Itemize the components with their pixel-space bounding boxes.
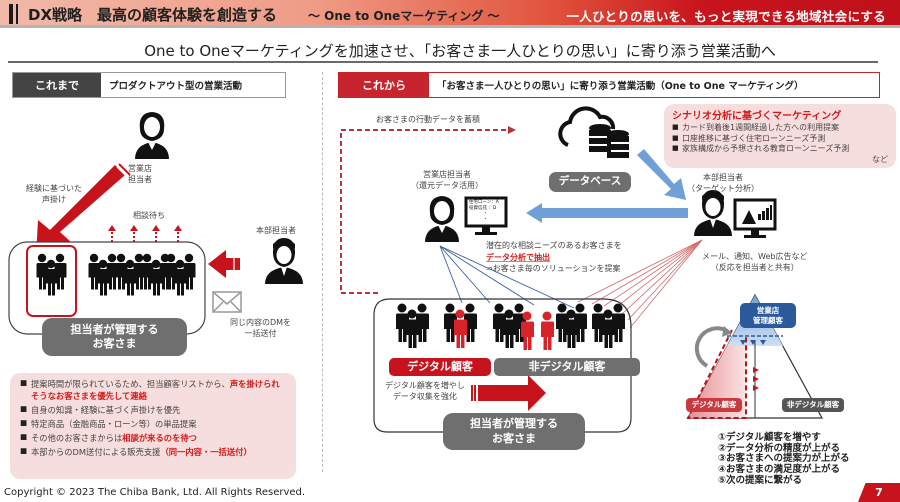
screen-line: ・: [483, 211, 488, 217]
before-title: プロダクトアウト型の営業活動: [109, 81, 243, 92]
scenario-item: 口座推移に基づく住宅ローンニーズ予測: [672, 134, 888, 145]
before-bullet-list: 提案時間が限られているため、担当顧客リストから、声を掛けられそうなお客さまを優先…: [10, 373, 296, 479]
branch-outreach-lines: [439, 245, 575, 309]
branch-staff-icon: [135, 112, 169, 159]
before-bullet: 特定商品（金融商品・ローン等）の単品提案: [20, 418, 286, 430]
hq-analyst-icon: [694, 190, 732, 236]
pyramid-digital-label: デジタル顧客: [686, 398, 742, 412]
before-bullet: 提案時間が限られているため、担当顧客リストから、声を掛けられそうなお客さまを優先…: [20, 378, 286, 402]
pyramid-nondigital-label: 非デジタル顧客: [782, 398, 844, 412]
dm-envelope-icon: [212, 291, 242, 313]
after-customer-crowd-icon: [396, 303, 625, 350]
non-digital-customers-pill: 非デジタル顧客: [494, 358, 640, 376]
dm-note: 同じ内容のDMを 一括送付: [230, 318, 292, 338]
after-customer-container: [373, 298, 632, 433]
result-item: ③お客さまへの提案力が上がる: [718, 453, 850, 465]
after-title: 「お客さま一人ひとりの思い」に寄り添う営業活動（One to One マーケティ…: [437, 81, 804, 92]
before-label: これまで: [13, 73, 101, 97]
hq-analyst-label: 本部担当者 （ターゲット分析）: [687, 173, 759, 193]
extraction-note: 潜在的な相談ニーズのあるお客さまを データ分析で抽出 ⇒お客さま毎のソリューショ…: [486, 240, 622, 275]
hq-to-branch-arrow-icon: [526, 203, 688, 223]
hq-staff-icon: [265, 238, 303, 284]
corporate-slogan: 一人ひとりの思いを、もっと実現できる地域社会にする: [566, 9, 886, 24]
increase-digital-arrow-icon: [471, 375, 546, 411]
scenario-etc: など: [872, 154, 888, 164]
hq-staff-label: 本部担当者: [256, 226, 296, 235]
result-item: ②データ分析の精度が上がる: [718, 442, 841, 454]
branch-staff-icon: [425, 196, 459, 242]
analytics-monitor-icon: [733, 198, 777, 238]
propose-text: ⇒お客さま毎のソリューションを提案: [486, 264, 621, 274]
headline-rule: [8, 61, 878, 63]
before-bullet: その他のお客さまからは相談が来るのを待つ: [20, 432, 286, 444]
before-bullet: 本部からのDM送付による販売支援（同一内容・一括送付）: [20, 446, 286, 458]
managed-customers-highlight: [26, 245, 77, 317]
waiting-label: 相談待ち: [133, 211, 165, 220]
hq-outreach-lines: [577, 239, 703, 329]
screen-line: ・: [483, 216, 488, 222]
scenario-box: シナリオ分析に基づくマーケティング カード到着後1週間経過した方への利用提案 口…: [664, 104, 896, 168]
copyright: Copyright © 2023 The Chiba Bank, Ltd. Al…: [4, 487, 306, 498]
behavior-data-loop: [340, 129, 508, 294]
branch-staff-label: 営業店 担当者: [128, 164, 152, 184]
before-bullet: 自身の知識・経験に基づく声掛けを優先: [20, 404, 286, 416]
experience-arrow-icon: [36, 163, 131, 256]
headline: One to Oneマーケティングを加速させ、「お客さま一人ひとりの思い」に寄り…: [144, 42, 776, 60]
before-section-tag: これまで プロダクトアウト型の営業活動: [12, 72, 286, 98]
channels-label: メール、通知、Web広告など （反応を担当者と共有）: [702, 252, 808, 272]
scenario-item: カード到着後1週間経過した方への利用提案: [672, 123, 888, 134]
hq-arrow-icon: [208, 250, 240, 278]
screen-line: 住宅ローン：A: [469, 200, 499, 205]
slide-header: DX戦略 最高の顧客体験を創造する ～ One to Oneマーケティング ～ …: [0, 0, 900, 28]
before-diagram: [8, 112, 303, 335]
screen-line: 投資信託 ：D: [469, 205, 497, 211]
database-pill: データベース: [549, 172, 631, 192]
slide-title: DX戦略 最高の顧客体験を創造する: [28, 6, 278, 24]
db-to-hq-arrow-icon: [637, 149, 686, 200]
slide-subtitle: ～ One to Oneマーケティング ～: [308, 9, 500, 23]
branch-staff-label: 営業店担当者 （還元データ活用）: [411, 170, 483, 190]
result-item: ①デジタル顧客を増やす: [718, 432, 821, 443]
branch-monitor-icon: [464, 196, 508, 235]
section-divider: [322, 72, 323, 472]
result-item: ⑤次の提案に繋がる: [718, 474, 803, 486]
pyramid-top-label: 営業店 管理顧客: [740, 303, 796, 328]
before-customers-pill: 担当者が管理する お客さま: [42, 318, 187, 356]
behavior-data-arrowhead: [508, 126, 516, 134]
header-bars-icon: [9, 4, 18, 24]
scenario-item: 家族構成から予想される教育ローンニーズ予測: [672, 144, 888, 155]
result-item: ④お客さまの満足度が上がる: [718, 463, 841, 475]
cloud-database-icon: [558, 106, 629, 158]
scenario-title: シナリオ分析に基づくマーケティング: [672, 111, 842, 122]
increase-digital-note: デジタル顧客を増やし データ収集を強化: [385, 381, 465, 401]
result-list: ①デジタル顧客を増やす ②データ分析の精度が上がる ③お客さまへの提案力が上がる…: [718, 432, 850, 486]
after-customers-pill: 担当者が管理する お客さま: [443, 413, 585, 450]
data-extract-text: データ分析で抽出: [486, 252, 550, 262]
after-label: これから: [339, 73, 429, 97]
behavior-data-label: お客さまの行動データを蓄積: [376, 115, 480, 124]
potential-needs-text: 潜在的な相談ニーズのあるお客さまを: [486, 241, 622, 250]
branch-monitor-screen: 住宅ローン：A 投資信託 ：D ・ ・: [469, 200, 499, 223]
digital-customers-pill: デジタル顧客: [389, 358, 491, 376]
experience-call-label: 経験に基づいた 声掛け: [26, 184, 82, 204]
page-number: 7: [858, 483, 900, 502]
after-section-tag: これから 「お客さま一人ひとりの思い」に寄り添う営業活動（One to One …: [338, 72, 880, 98]
